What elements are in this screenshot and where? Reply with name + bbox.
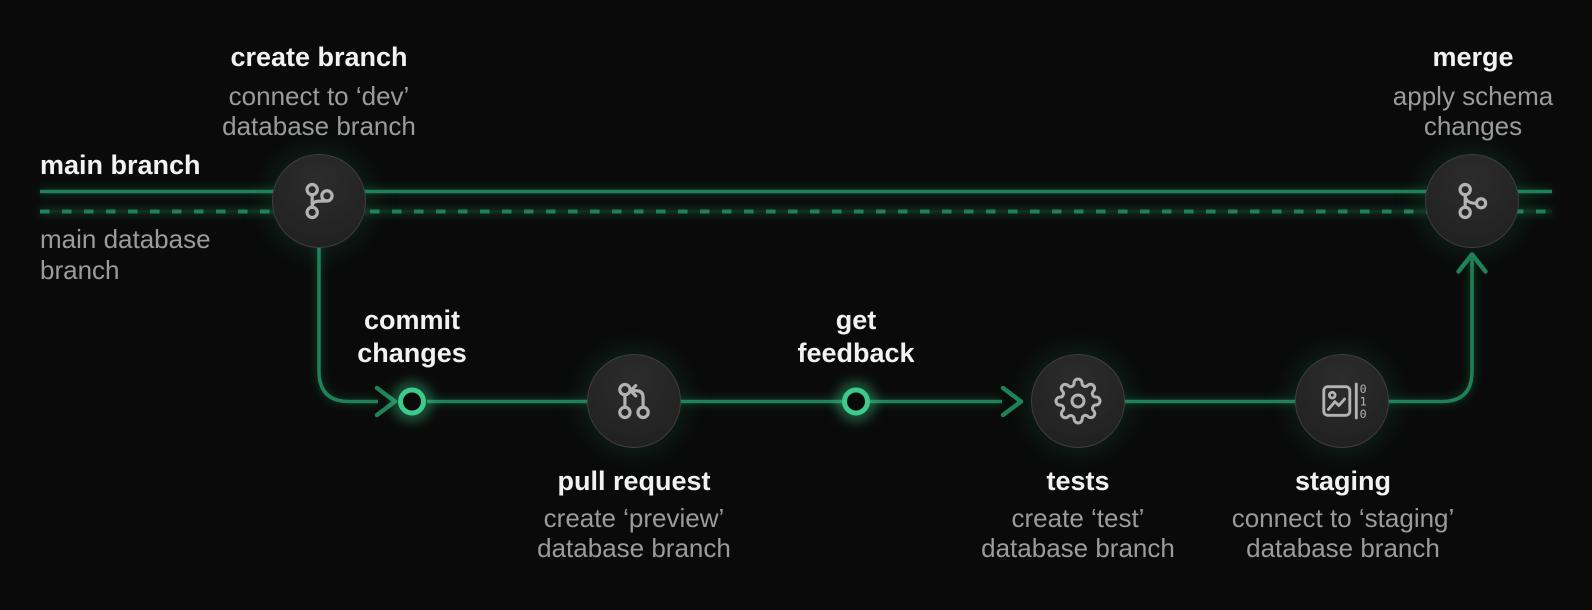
staging-node: 0 1 0 [1295, 354, 1389, 448]
commit-changes-label: commit changes [357, 304, 467, 370]
staging-digit-1-middle: 1 [1360, 395, 1367, 409]
staging-title: staging [1294, 466, 1392, 496]
merge-subtitle-line1: apply schema [1392, 81, 1554, 111]
commit-changes-label-line2: changes [357, 338, 467, 368]
pull-request-title: pull request [557, 466, 711, 496]
arrow-right-commit-icon [374, 385, 398, 418]
staging-subtitle: connect to ‘staging’ database branch [1232, 503, 1455, 563]
merge-node [1425, 154, 1519, 248]
pull-request-node [587, 354, 681, 448]
commit-changes-label-line1: commit [363, 305, 461, 335]
create-branch-subtitle: connect to ‘dev’ database branch [222, 81, 416, 141]
staging-data-icon: 0 1 0 [1322, 382, 1367, 421]
pull-request-subtitle: create ‘preview’ database branch [537, 503, 731, 563]
merge-title: merge [1432, 42, 1514, 72]
branch-out-line [317, 235, 378, 404]
git-branch-icon [305, 182, 334, 220]
create-branch-title: create branch [230, 42, 408, 72]
commit-ring-node [398, 387, 426, 416]
tests-node [1031, 354, 1125, 448]
create-branch-subtitle-line1: connect to ‘dev’ [228, 81, 410, 111]
create-branch-subtitle-line2: database branch [222, 111, 416, 141]
pull-request-subtitle-line2: database branch [537, 533, 731, 563]
staging-to-merge-line [1342, 259, 1474, 404]
staging-digit-0-top: 0 [1360, 382, 1367, 396]
gear-icon [1054, 377, 1102, 425]
tests-title: tests [1046, 466, 1110, 496]
arrow-right-tests-icon [1000, 385, 1024, 418]
staging-subtitle-line1: connect to ‘staging’ [1231, 503, 1455, 533]
get-feedback-label-line1: get [835, 305, 877, 335]
merge-subtitle-line2: changes [1423, 111, 1523, 141]
staging-digit-0-bottom: 0 [1360, 407, 1367, 421]
arrow-up-merge-icon [1456, 252, 1488, 274]
create-branch-node [272, 154, 366, 248]
tests-subtitle: create ‘test’ database branch [981, 503, 1175, 563]
get-feedback-label-line2: feedback [797, 338, 915, 368]
tests-subtitle-line1: create ‘test’ [1011, 503, 1145, 533]
feedback-ring-node [842, 387, 870, 416]
main-database-branch-label-line2: branch [40, 255, 120, 285]
git-merge-icon [1458, 182, 1488, 220]
tests-subtitle-line2: database branch [981, 533, 1175, 563]
staging-subtitle-line2: database branch [1246, 533, 1440, 563]
get-feedback-label: get feedback [797, 304, 914, 370]
merge-subtitle: apply schema changes [1393, 81, 1553, 141]
main-database-branch-label-line1: main database [40, 224, 211, 254]
main-branch-label: main branch [40, 150, 201, 180]
pull-request-subtitle-line1: create ‘preview’ [543, 503, 725, 533]
main-database-branch-label: main database branch [40, 224, 211, 286]
git-pull-request-icon [618, 382, 650, 420]
